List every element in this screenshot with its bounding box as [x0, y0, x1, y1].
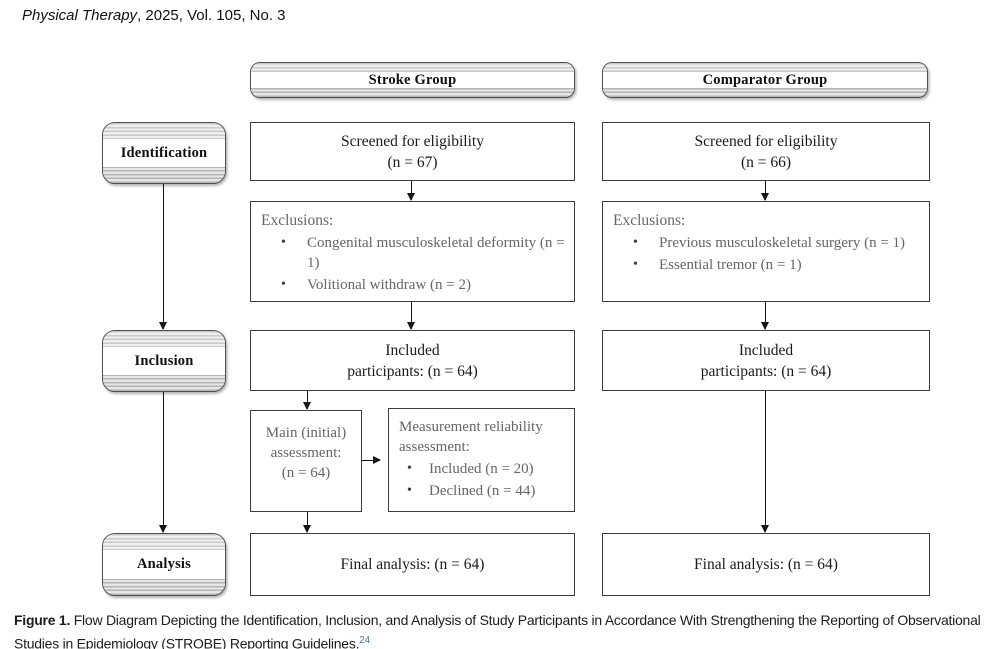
arrow-main-to-measurement [362, 455, 381, 464]
stroke-exclusions-box: Exclusions: • Congenital musculoskeletal… [250, 201, 575, 302]
arrow-inclusion-to-analysis [158, 392, 167, 533]
arrow-stroke-screened-to-exclusions [406, 181, 415, 201]
stroke-included-box: Included participants: (n = 64) [250, 330, 575, 391]
arrow-identification-to-inclusion [158, 184, 167, 330]
measurement-title-line1: Measurement reliability [399, 419, 543, 435]
measurement-item: • Declined (n = 44) [389, 481, 574, 501]
comparator-final-text: Final analysis: (n = 64) [694, 556, 838, 573]
stage-identification-label: Identification [120, 144, 208, 161]
journal-issue-info: , 2025, Vol. 105, No. 3 [137, 7, 286, 24]
comparator-final-box: Final analysis: (n = 64) [602, 533, 930, 596]
main-assessment-line2: assessment: [270, 445, 342, 461]
figure-caption-label: Figure 1. [14, 612, 71, 628]
stage-analysis-label: Analysis [137, 556, 191, 572]
stroke-final-text: Final analysis: (n = 64) [340, 556, 485, 573]
comparator-screened-n: (n = 66) [740, 153, 792, 171]
comparator-exclusion-item-text: Essential tremor (n = 1) [659, 257, 802, 273]
stroke-screened-box: Screened for eligibility (n = 67) [250, 122, 575, 181]
bullet-icon: • [407, 461, 412, 476]
stage-analysis-box: Analysis [102, 533, 226, 596]
comparator-exclusion-item: • Previous musculoskeletal surgery (n = … [603, 233, 929, 253]
journal-header: Physical Therapy, 2025, Vol. 105, No. 3 [22, 7, 286, 24]
stroke-final-box: Final analysis: (n = 64) [250, 533, 575, 596]
stroke-group-label: Stroke Group [368, 71, 457, 88]
main-assessment-n: (n = 64) [281, 465, 331, 481]
comparator-screened-line1: Screened for eligibility [694, 132, 838, 150]
comparator-group-label: Comparator Group [702, 71, 828, 88]
bullet-icon: • [633, 235, 638, 250]
comparator-exclusions-box: Exclusions: • Previous musculoskeletal s… [602, 201, 930, 302]
reference-superscript[interactable]: 24 [359, 634, 370, 646]
measurement-reliability-box: Measurement reliability assessment: • In… [388, 408, 575, 512]
measurement-item-text: Declined (n = 44) [429, 483, 536, 499]
comparator-exclusion-item-text: Previous musculoskeletal surgery (n = 1) [659, 235, 906, 251]
stroke-group-header-box: Stroke Group [250, 62, 575, 98]
stroke-screened-line1: Screened for eligibility [341, 132, 484, 150]
bullet-icon: • [281, 235, 286, 250]
figure-caption: Figure 1. Flow Diagram Depicting the Ide… [14, 611, 992, 649]
bullet-icon: • [407, 483, 412, 498]
stroke-exclusion-item-text: Congenital musculoskeletal deformity (n … [307, 235, 565, 271]
comparator-exclusion-item: • Essential tremor (n = 1) [603, 255, 929, 275]
arrow-stroke-exclusions-to-included [406, 302, 415, 330]
journal-title: Physical Therapy [22, 7, 138, 24]
main-assessment-box: Main (initial) assessment: (n = 64) [250, 410, 362, 512]
stroke-exclusions-title: Exclusions: [261, 212, 334, 229]
measurement-item: • Included (n = 20) [389, 459, 574, 479]
arrow-stroke-included-to-main [302, 391, 311, 410]
stroke-exclusion-item-text: Volitional withdraw (n = 2) [307, 277, 471, 293]
stroke-included-line1: Included [385, 341, 440, 359]
stroke-exclusion-item: • Volitional withdraw (n = 2) [251, 275, 574, 295]
comparator-screened-box: Screened for eligibility (n = 66) [602, 122, 930, 181]
stage-identification-box: Identification [102, 122, 226, 184]
stroke-screened-n: (n = 67) [387, 153, 438, 171]
comparator-group-header-box: Comparator Group [602, 62, 928, 98]
comparator-exclusions-title: Exclusions: [613, 212, 686, 229]
figure-caption-text: Flow Diagram Depicting the Identificatio… [14, 612, 981, 649]
main-assessment-line1: Main (initial) [265, 425, 347, 441]
bullet-icon: • [281, 277, 286, 292]
stroke-included-n: participants: (n = 64) [347, 362, 478, 380]
comparator-included-line1: Included [738, 341, 794, 359]
stage-inclusion-label: Inclusion [134, 352, 194, 369]
arrow-main-to-final [302, 512, 311, 533]
stage-inclusion-box: Inclusion [102, 330, 226, 392]
measurement-item-text: Included (n = 20) [429, 461, 534, 477]
bullet-icon: • [633, 257, 638, 272]
arrow-comparator-included-to-final [760, 391, 769, 533]
arrow-comparator-exclusions-to-included [760, 302, 769, 330]
comparator-included-box: Included participants: (n = 64) [602, 330, 930, 391]
comparator-included-n: participants: (n = 64) [700, 362, 832, 380]
arrow-comparator-screened-to-exclusions [760, 181, 769, 201]
measurement-title-line2: assessment: [399, 439, 470, 455]
stroke-exclusion-item: • Congenital musculoskeletal deformity (… [251, 233, 574, 273]
